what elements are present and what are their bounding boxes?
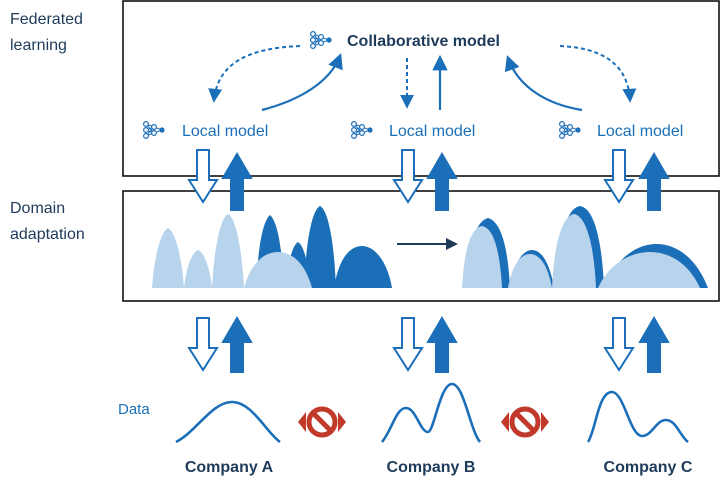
- hollow-down-arrow-b-upper: [392, 149, 424, 204]
- local-model-c-network-icon: [558, 120, 582, 139]
- collaborative-model-label: Collaborative model: [347, 33, 500, 50]
- local-model-c-label: Local model: [597, 123, 683, 140]
- company-a-distribution-curve: [175, 400, 281, 444]
- domain-adaptation-label: Domain adaptation: [10, 200, 85, 243]
- hollow-down-arrow-a-lower: [187, 317, 219, 372]
- misaligned-distributions: [152, 206, 392, 288]
- upload-arrow-c: [504, 55, 583, 112]
- light-peak-2: [184, 250, 212, 288]
- local-model-b-label: Local model: [389, 123, 475, 140]
- domain-adaptation-box: [122, 190, 720, 302]
- filled-up-arrow-c-upper: [638, 152, 670, 211]
- data-label: Data: [118, 401, 150, 418]
- company-c-label: Company C: [604, 459, 693, 476]
- aligned-distributions: [462, 206, 708, 288]
- company-c-distribution-curve: [586, 390, 689, 444]
- hollow-down-arrow-c-upper: [603, 149, 635, 204]
- federated-label-line-1: Federated: [10, 11, 83, 28]
- aligned-light-peak-1: [462, 226, 502, 288]
- local-model-a-label: Local model: [182, 123, 268, 140]
- filled-up-arrow-a-upper: [221, 152, 253, 211]
- hollow-down-arrow-a-upper: [187, 149, 219, 204]
- filled-up-arrow-b-upper: [426, 152, 458, 211]
- filled-up-arrow-a-lower: [221, 316, 253, 373]
- federated-learning-label: Federated learning: [10, 11, 87, 54]
- federated-label-line-2: learning: [10, 37, 67, 54]
- company-b-label: Company B: [387, 459, 476, 476]
- company-b-distribution-curve: [380, 382, 482, 443]
- local-model-a-network-icon: [143, 120, 166, 139]
- federated-learning-box: [122, 0, 720, 177]
- light-peak-3: [212, 214, 244, 288]
- aligned-light-peak-4: [598, 252, 700, 288]
- light-peak-4: [244, 252, 312, 288]
- collaborative-model-network-icon: [310, 31, 333, 50]
- distribute-arrow-a: [208, 45, 301, 103]
- filled-up-arrow-c-lower: [638, 316, 670, 373]
- distribute-arrow-c: [559, 45, 637, 103]
- local-model-b-network-icon: [351, 120, 374, 139]
- upload-arrow-a: [261, 53, 343, 112]
- domain-label-line-1: Domain: [10, 200, 65, 217]
- company-a-label: Company A: [185, 459, 274, 476]
- dark-peak-3: [304, 206, 336, 288]
- aligned-light-peak-3: [552, 214, 596, 288]
- aligned-light-peak-2: [508, 254, 552, 288]
- light-peak-1: [152, 228, 184, 288]
- hollow-down-arrow-b-lower: [392, 317, 424, 372]
- dark-peak-4: [334, 246, 392, 288]
- no-data-sharing-icon-ab: [298, 406, 346, 438]
- adaptation-arrow-head: [446, 238, 458, 250]
- domain-label-line-2: adaptation: [10, 226, 85, 243]
- filled-up-arrow-b-lower: [426, 316, 458, 373]
- hollow-down-arrow-c-lower: [603, 317, 635, 372]
- no-data-sharing-icon-bc: [501, 406, 549, 438]
